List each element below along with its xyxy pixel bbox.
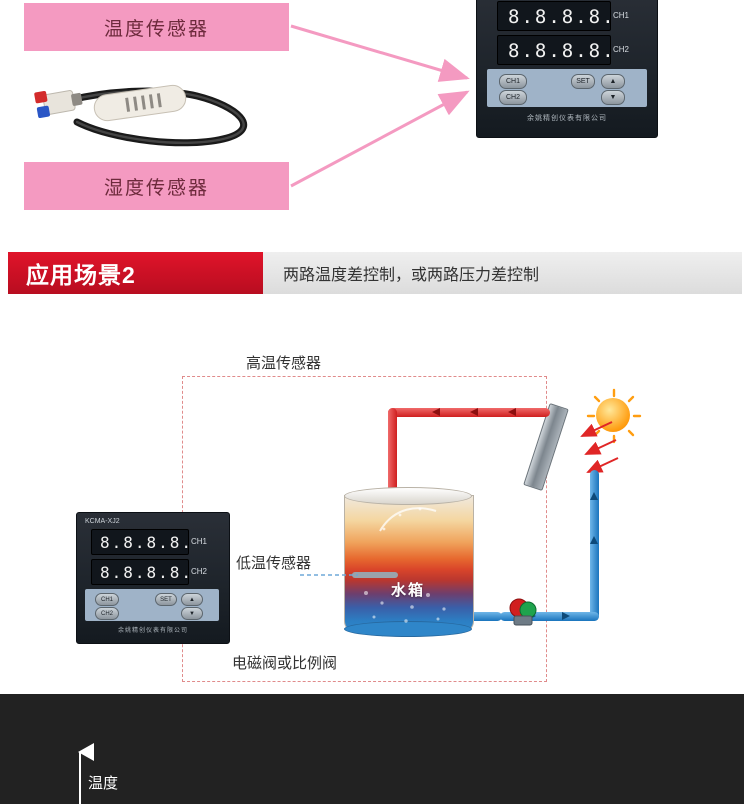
label-humidity-sensor: 湿度传感器 — [24, 162, 289, 210]
cold-flow-arrows-vertical — [590, 492, 598, 544]
caption-valve: 电磁阀或比例阀 — [232, 655, 338, 672]
controller-top-ch1-tag: CH1 — [613, 11, 630, 20]
controller-scenario2-ch2-digits: 8.8.8.8. — [100, 563, 194, 582]
controller-scenario2: KCMA-XJ2 8.8.8.8. CH1 8.8.8.8. CH2 CH1 C… — [76, 512, 230, 644]
section-header-subtitle: 两路温度差控制，或两路压力差控制 — [263, 252, 742, 294]
low-temp-probe — [352, 572, 398, 578]
chart-y-axis-label: 温度 — [88, 775, 119, 792]
hot-flow-arrows — [432, 408, 516, 416]
controller-scenario2-button-set[interactable]: SET — [155, 593, 177, 606]
water-tank-top — [344, 487, 472, 505]
controller-top-ch2-tag: CH2 — [613, 45, 630, 54]
sensor-photo — [22, 70, 292, 150]
pink-arrows — [290, 24, 470, 188]
solenoid-valve — [506, 596, 540, 626]
sun-rays-icon — [586, 388, 642, 444]
controller-top-ch1-display: 8.8.8.8. — [497, 1, 614, 31]
water-splash — [379, 507, 437, 532]
water-tank-body — [344, 495, 474, 633]
controller-scenario2-button-ch2[interactable]: CH2 — [95, 607, 119, 620]
controller-scenario2-ch2-display: 8.8.8.8. — [91, 559, 191, 585]
bottom-chart-area — [0, 694, 750, 804]
right-edge-marker — [744, 694, 750, 804]
controller-top-ch1-digits: 8.8.8.8. — [508, 6, 616, 28]
controller-top-button-ch1[interactable]: CH1 — [499, 74, 527, 89]
controller-top-button-up[interactable]: ▲ — [601, 74, 625, 89]
controller-scenario2-ch1-tag: CH1 — [191, 537, 208, 546]
label-humidity-sensor-text: 湿度传感器 — [103, 177, 209, 199]
hot-pipe-vertical — [388, 408, 397, 496]
water-tank-label: 水箱 — [390, 582, 425, 599]
section-header-badge: 应用场景2 — [8, 252, 263, 294]
controller-scenario2-ch1-display: 8.8.8.8. — [91, 529, 191, 555]
controller-scenario2-keypad: CH1 CH2 SET ▲ ▼ — [85, 589, 219, 621]
controller-scenario2-button-up[interactable]: ▲ — [181, 593, 203, 606]
controller-scenario2-button-down[interactable]: ▼ — [181, 607, 203, 620]
cold-pipe-vertical — [590, 470, 599, 620]
chart-y-axis — [78, 743, 94, 804]
controller-top-keypad: CH1 CH2 SET ▲ ▼ — [487, 69, 647, 107]
sunlight-arrows — [580, 421, 619, 473]
section-header: 应用场景2 两路温度差控制，或两路压力差控制 — [0, 252, 750, 294]
controller-scenario2-model: KCMA-XJ2 — [85, 518, 120, 525]
sensor-illustration — [34, 84, 248, 147]
controller-top-button-ch2[interactable]: CH2 — [499, 90, 527, 105]
controller-top-ch2-digits: 8.8.8.8. — [508, 40, 616, 62]
controller-scenario2-ch2-tag: CH2 — [191, 567, 208, 576]
controller-top: 8.8.8.8. CH1 8.8.8.8. CH2 CH1 CH2 SET ▲ … — [476, 0, 658, 138]
cold-pipe-horizontal — [500, 612, 599, 621]
controller-scenario2-brand: 余姚精创仪表有限公司 — [117, 628, 188, 634]
controller-top-ch2-display: 8.8.8.8. — [497, 35, 614, 65]
low-temp-sensor-lead — [300, 574, 358, 576]
water-tank: 水箱 — [344, 487, 474, 639]
hot-pipe-horizontal — [388, 408, 550, 417]
controller-top-button-down[interactable]: ▼ — [601, 90, 625, 105]
water-bubbles — [364, 588, 446, 623]
cold-pipe-to-tank — [462, 612, 502, 621]
caption-high-temp-sensor: 高温传感器 — [246, 355, 322, 372]
label-temperature-sensor: 温度传感器 — [24, 3, 289, 51]
caption-low-temp-sensor: 低温传感器 — [236, 555, 312, 572]
water-tank-bottom — [344, 621, 472, 637]
controller-top-brand: 余姚精创仪表有限公司 — [527, 115, 607, 122]
controller-scenario2-ch1-digits: 8.8.8.8. — [100, 533, 194, 552]
controller-top-button-set[interactable]: SET — [571, 74, 595, 89]
controller-scenario2-button-ch1[interactable]: CH1 — [95, 593, 119, 606]
label-temperature-sensor-text: 温度传感器 — [103, 18, 209, 40]
